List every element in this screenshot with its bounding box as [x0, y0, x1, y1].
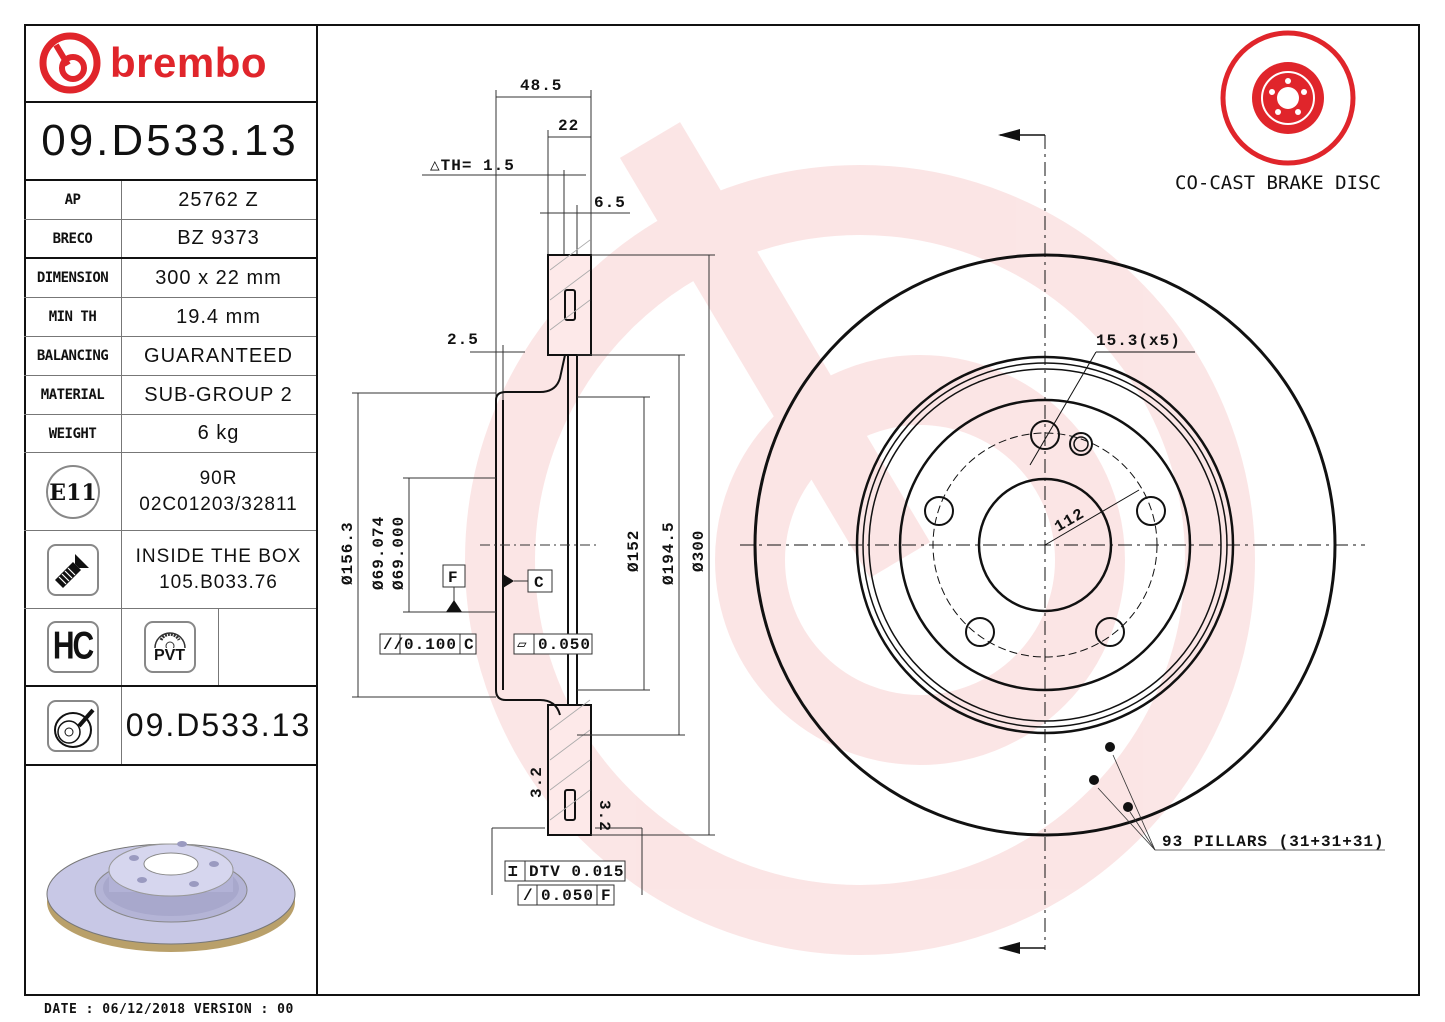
svg-text:C: C [534, 574, 545, 592]
approval-code: 90R [199, 467, 238, 489]
screw-row: INSIDE THE BOX 105.B033.76 [24, 531, 316, 609]
pvt-icon: PVT [143, 621, 196, 673]
spec-label: DIMENSION [36, 270, 109, 286]
features-row: HC PVT [24, 609, 316, 687]
kit-part-number: 09.D533.13 [125, 707, 312, 743]
svg-text:3.2: 3.2 [595, 800, 613, 832]
svg-text:15.3(x5): 15.3(x5) [1096, 332, 1181, 350]
svg-text:C: C [464, 636, 475, 654]
flatness-tolerance-frame: ▱ 0.050 [513, 633, 593, 655]
hc-icon: HC [46, 621, 99, 673]
svg-text:F: F [601, 887, 612, 905]
svg-text:F: F [448, 569, 459, 587]
spec-label: MATERIAL [40, 387, 105, 403]
part-number-header: 09.D533.13 [24, 103, 316, 181]
spec-label: MIN TH [48, 309, 97, 325]
svg-text:48.5: 48.5 [520, 77, 562, 95]
screw-icon [46, 543, 99, 596]
svg-text://: // [383, 636, 404, 654]
spec-value: SUB-GROUP 2 [144, 383, 293, 406]
part-number: 09.D533.13 [41, 116, 299, 165]
e11-approval-icon: E11 [45, 464, 100, 519]
svg-text:▱: ▱ [517, 636, 528, 654]
disc-pad-icon [46, 699, 99, 752]
spec-label: WEIGHT [48, 425, 97, 442]
svg-text:2.5: 2.5 [447, 331, 479, 349]
svg-text:△TH= 1.5: △TH= 1.5 [430, 157, 515, 175]
brembo-watermark [465, 122, 1255, 955]
spec-row-balancing: BALANCING GUARANTEED [24, 337, 316, 376]
svg-text:E11: E11 [49, 480, 96, 506]
spec-value: 25762 Z [178, 188, 259, 211]
svg-text:Ø194.5: Ø194.5 [660, 521, 678, 585]
spec-value: 6 kg [197, 422, 240, 444]
svg-text:DTV 0.015: DTV 0.015 [529, 863, 624, 881]
svg-text:Ø156.3: Ø156.3 [339, 521, 357, 585]
brand-name: brembo [110, 38, 268, 86]
svg-text:0.050: 0.050 [541, 887, 594, 905]
svg-text:Ø300: Ø300 [690, 530, 708, 572]
drawing-frame [24, 24, 1420, 996]
brembo-logo-icon [39, 32, 101, 93]
svg-text:93 PILLARS (31+31+31): 93 PILLARS (31+31+31) [1162, 833, 1385, 851]
info-panel: brembo 09.D533.13 AP 25762 Z BRECO BZ 93… [24, 24, 318, 996]
svg-text:Ø152: Ø152 [625, 530, 643, 572]
spec-label: BALANCING [36, 348, 109, 364]
co-cast-disc-icon [1220, 30, 1356, 166]
spec-value: 19.4 mm [176, 305, 261, 328]
svg-text:⌶: ⌶ [508, 863, 519, 881]
svg-text:Ø69.074: Ø69.074 [370, 516, 388, 590]
svg-text:/: / [523, 887, 534, 905]
spec-row-weight: WEIGHT 6 kg [24, 415, 316, 453]
svg-text:6.5: 6.5 [594, 194, 626, 212]
disc-3d-render [46, 841, 296, 952]
spec-row-ap: AP 25762 Z [24, 181, 316, 220]
svg-text:0.050: 0.050 [538, 636, 591, 654]
parallelism-tolerance-frame: // 0.100 C [379, 633, 477, 655]
spec-row-min-th: MIN TH 19.4 mm [24, 298, 316, 337]
footer-date-version: DATE : 06/12/2018 VERSION : 00 [44, 1002, 294, 1017]
svg-text:0.100: 0.100 [404, 636, 457, 654]
front-view [740, 134, 1365, 950]
spec-label: AP [64, 192, 81, 208]
spec-value: GUARANTEED [144, 344, 293, 367]
screw-note: INSIDE THE BOX [135, 545, 302, 567]
kit-row: 09.D533.13 [24, 687, 316, 766]
technical-drawing: 48.5 22 △TH= 1.5 6.5 2.5 Ø156.3 Ø69.074 … [339, 30, 1385, 955]
spec-row-breco: BRECO BZ 9373 [24, 220, 316, 259]
spec-label: BRECO [52, 230, 93, 247]
dtv-tolerance-frame: ⌶ DTV 0.015 / 0.050 F [491, 827, 643, 906]
approval-number: 02C01203/32811 [139, 493, 298, 515]
screw-part-number: 105.B033.76 [159, 571, 278, 593]
spec-row-dimension: DIMENSION 300 x 22 mm [24, 259, 316, 298]
approval-row: E11 90R 02C01203/32811 [24, 453, 316, 531]
product-type-label: CO-CAST BRAKE DISC [1175, 172, 1381, 194]
svg-text:Ø69.000: Ø69.000 [390, 516, 408, 590]
brand-header: brembo [24, 24, 316, 103]
svg-text:22: 22 [558, 117, 579, 135]
spec-value: 300 x 22 mm [155, 266, 282, 289]
spec-value: BZ 9373 [177, 227, 260, 249]
spec-row-material: MATERIAL SUB-GROUP 2 [24, 376, 316, 415]
svg-text:3.2: 3.2 [528, 766, 546, 798]
